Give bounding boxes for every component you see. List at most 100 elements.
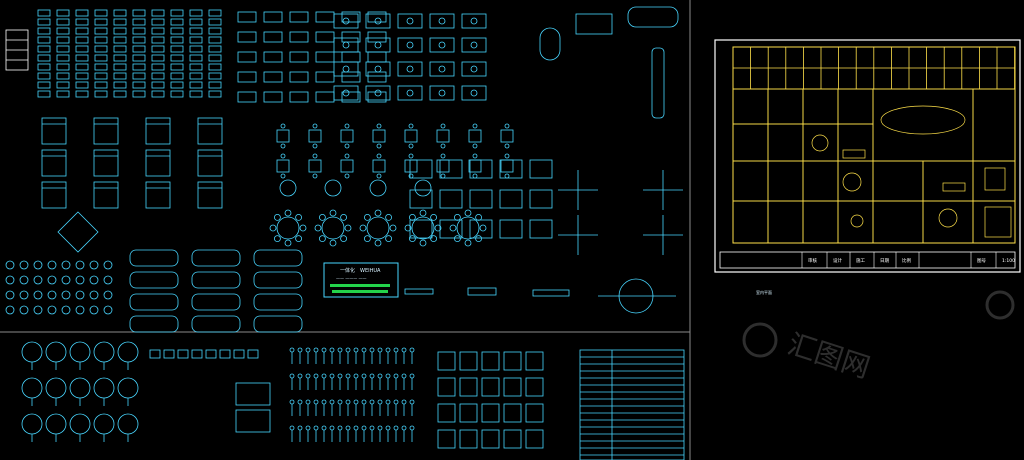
- sofa-block: [289, 31, 309, 43]
- sofa-block: [289, 11, 309, 23]
- chair-block: [94, 81, 108, 89]
- chair-block: [37, 81, 51, 89]
- workstation: [439, 159, 463, 179]
- bed-block: [145, 117, 171, 145]
- bed-block: [145, 149, 171, 177]
- sofa-block: [341, 11, 361, 23]
- chair-block: [94, 27, 108, 35]
- car-block: [129, 293, 179, 311]
- block-library: [5, 6, 685, 460]
- car-block: [191, 315, 241, 333]
- sofa-block: [315, 31, 335, 43]
- elevation-block: [459, 351, 478, 371]
- sofa-block: [263, 71, 283, 83]
- tree-block: [117, 377, 139, 399]
- chair-block: [132, 36, 146, 44]
- chair-block: [56, 45, 70, 53]
- person-block: [377, 373, 383, 379]
- chair-block: [113, 54, 127, 62]
- bed-block: [93, 117, 119, 145]
- chair-block: [170, 36, 184, 44]
- chair-block: [75, 63, 89, 71]
- door-block: [163, 349, 175, 359]
- dining-table: [468, 129, 482, 143]
- living-set-block: [461, 13, 487, 29]
- person-block: [393, 347, 399, 353]
- workstation: [439, 219, 463, 239]
- elevation-block: [525, 377, 544, 397]
- living-set-block: [461, 61, 487, 77]
- car-block: [129, 271, 179, 289]
- plant-block: [19, 260, 29, 270]
- person-block: [353, 373, 359, 379]
- chair-block: [132, 27, 146, 35]
- plant-block: [103, 305, 113, 315]
- sofa-block: [341, 31, 361, 43]
- chair-block: [170, 9, 184, 17]
- person-block: [353, 347, 359, 353]
- person-block: [321, 425, 327, 431]
- plant-block: [5, 305, 15, 315]
- car-block: [253, 249, 303, 267]
- tree-block: [69, 377, 91, 399]
- person-block: [297, 425, 303, 431]
- chair-block: [132, 63, 146, 71]
- chair-block: [75, 18, 89, 26]
- chair-block: [151, 72, 165, 80]
- chair-block: [113, 90, 127, 98]
- chair-block: [94, 36, 108, 44]
- plant-block: [103, 275, 113, 285]
- living-set-block: [429, 85, 455, 101]
- round-table-symbol: [850, 214, 864, 228]
- title-block-cell: 设计: [833, 257, 842, 264]
- car-block: [253, 271, 303, 289]
- door-block: [191, 349, 203, 359]
- car-block: [191, 271, 241, 289]
- person-block: [361, 373, 367, 379]
- dining-table: [500, 129, 514, 143]
- person-block: [385, 399, 391, 405]
- person-block: [361, 399, 367, 405]
- plant-block: [103, 290, 113, 300]
- title-block-cell: 比例: [902, 257, 911, 264]
- living-set-block: [333, 37, 359, 53]
- person-block: [401, 425, 407, 431]
- diamond-symbol: [57, 211, 99, 253]
- sofa-block: [367, 31, 387, 43]
- tree-block: [117, 341, 139, 363]
- round-table: [366, 216, 390, 240]
- bed-block: [41, 181, 67, 209]
- living-set-block: [429, 13, 455, 29]
- person-block: [353, 425, 359, 431]
- chair-block: [56, 54, 70, 62]
- person-block: [377, 347, 383, 353]
- sign-title: 一体化: [340, 267, 355, 274]
- car-block: [253, 315, 303, 333]
- chair-block: [94, 45, 108, 53]
- plant-block: [33, 290, 43, 300]
- dining-table: [340, 129, 354, 143]
- living-set-block: [365, 37, 391, 53]
- chair-block: [37, 72, 51, 80]
- chair-block: [113, 9, 127, 17]
- person-block: [345, 425, 351, 431]
- chair-block: [208, 72, 222, 80]
- chair-block: [94, 90, 108, 98]
- tree-block: [21, 341, 43, 363]
- elevation-block: [503, 377, 522, 397]
- person-block: [305, 373, 311, 379]
- chair-block: [151, 9, 165, 17]
- sofa-symbol: [842, 149, 866, 159]
- panel-blocks: [404, 278, 676, 314]
- chair-block: [151, 27, 165, 35]
- chair-block: [132, 72, 146, 80]
- car-block: [191, 249, 241, 267]
- plant-block: [19, 290, 29, 300]
- person-block: [289, 347, 295, 353]
- plant-block: [33, 275, 43, 285]
- chair-block: [208, 18, 222, 26]
- person-block: [377, 425, 383, 431]
- chair-block: [132, 18, 146, 26]
